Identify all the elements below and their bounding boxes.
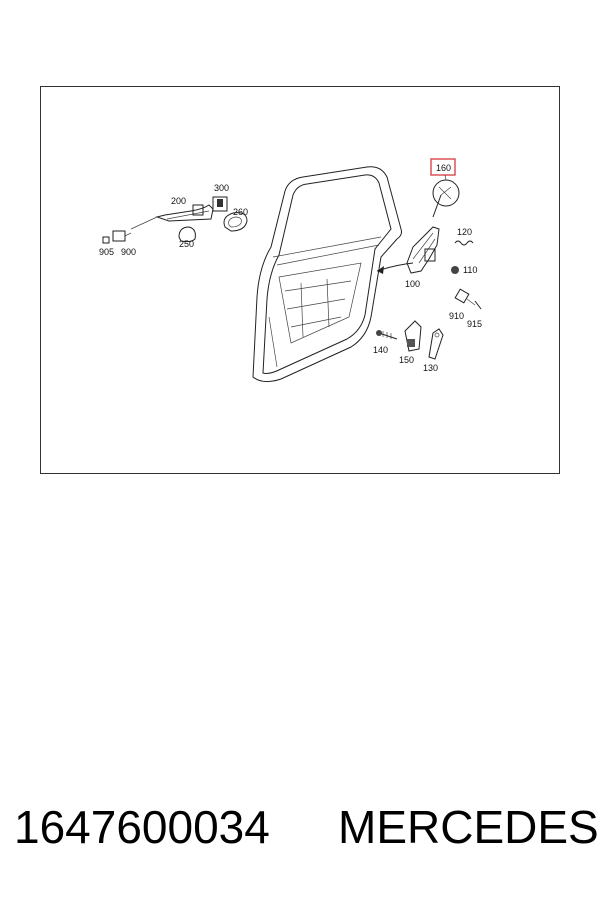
- callout-250: 250: [179, 239, 194, 249]
- callout-905: 905: [99, 247, 114, 257]
- part-130-link: [428, 328, 444, 360]
- callout-915: 915: [467, 319, 482, 329]
- caption-bar: 1647600034 MERCEDES: [0, 800, 600, 870]
- part-number: 1647600034: [14, 801, 270, 853]
- callout-labels: 905 900 200 250 300 260 160 120 110 100 …: [99, 163, 482, 373]
- callout-120: 120: [457, 227, 472, 237]
- callout-160: 160: [436, 163, 451, 173]
- pointer-arrow: [376, 262, 414, 274]
- part-160-seal: [430, 158, 460, 207]
- callout-900: 900: [121, 247, 136, 257]
- callout-200: 200: [171, 196, 186, 206]
- door-handle-200: [130, 204, 214, 230]
- rear-door-panel: [252, 166, 402, 383]
- brand-name: MERCEDES: [338, 801, 599, 853]
- part-150-striker: [404, 320, 422, 352]
- part-905-900-cap: [102, 230, 132, 244]
- callout-300: 300: [214, 183, 229, 193]
- callout-130: 130: [423, 363, 438, 373]
- part-910-915-plug: [454, 288, 482, 310]
- callout-140: 140: [373, 345, 388, 355]
- parts-diagram: 905 900 200 250 300 260 160 120 110 100 …: [99, 158, 482, 383]
- door-lock-assembly: [406, 194, 442, 274]
- callout-110: 110: [463, 265, 477, 275]
- callout-260: 260: [233, 207, 248, 217]
- parts-diagram-frame: 905 900 200 250 300 260 160 120 110 100 …: [40, 86, 560, 474]
- callout-100: 100: [405, 279, 420, 289]
- part-140-bolt: [376, 330, 398, 340]
- callout-150: 150: [399, 355, 414, 365]
- part-250-bezel: [178, 226, 196, 243]
- part-120-spring: [454, 240, 474, 246]
- callout-910: 910: [449, 311, 464, 321]
- part-110-nut: [451, 266, 459, 274]
- part-300-cylinder: [212, 196, 228, 212]
- part-260-gasket: [223, 212, 248, 232]
